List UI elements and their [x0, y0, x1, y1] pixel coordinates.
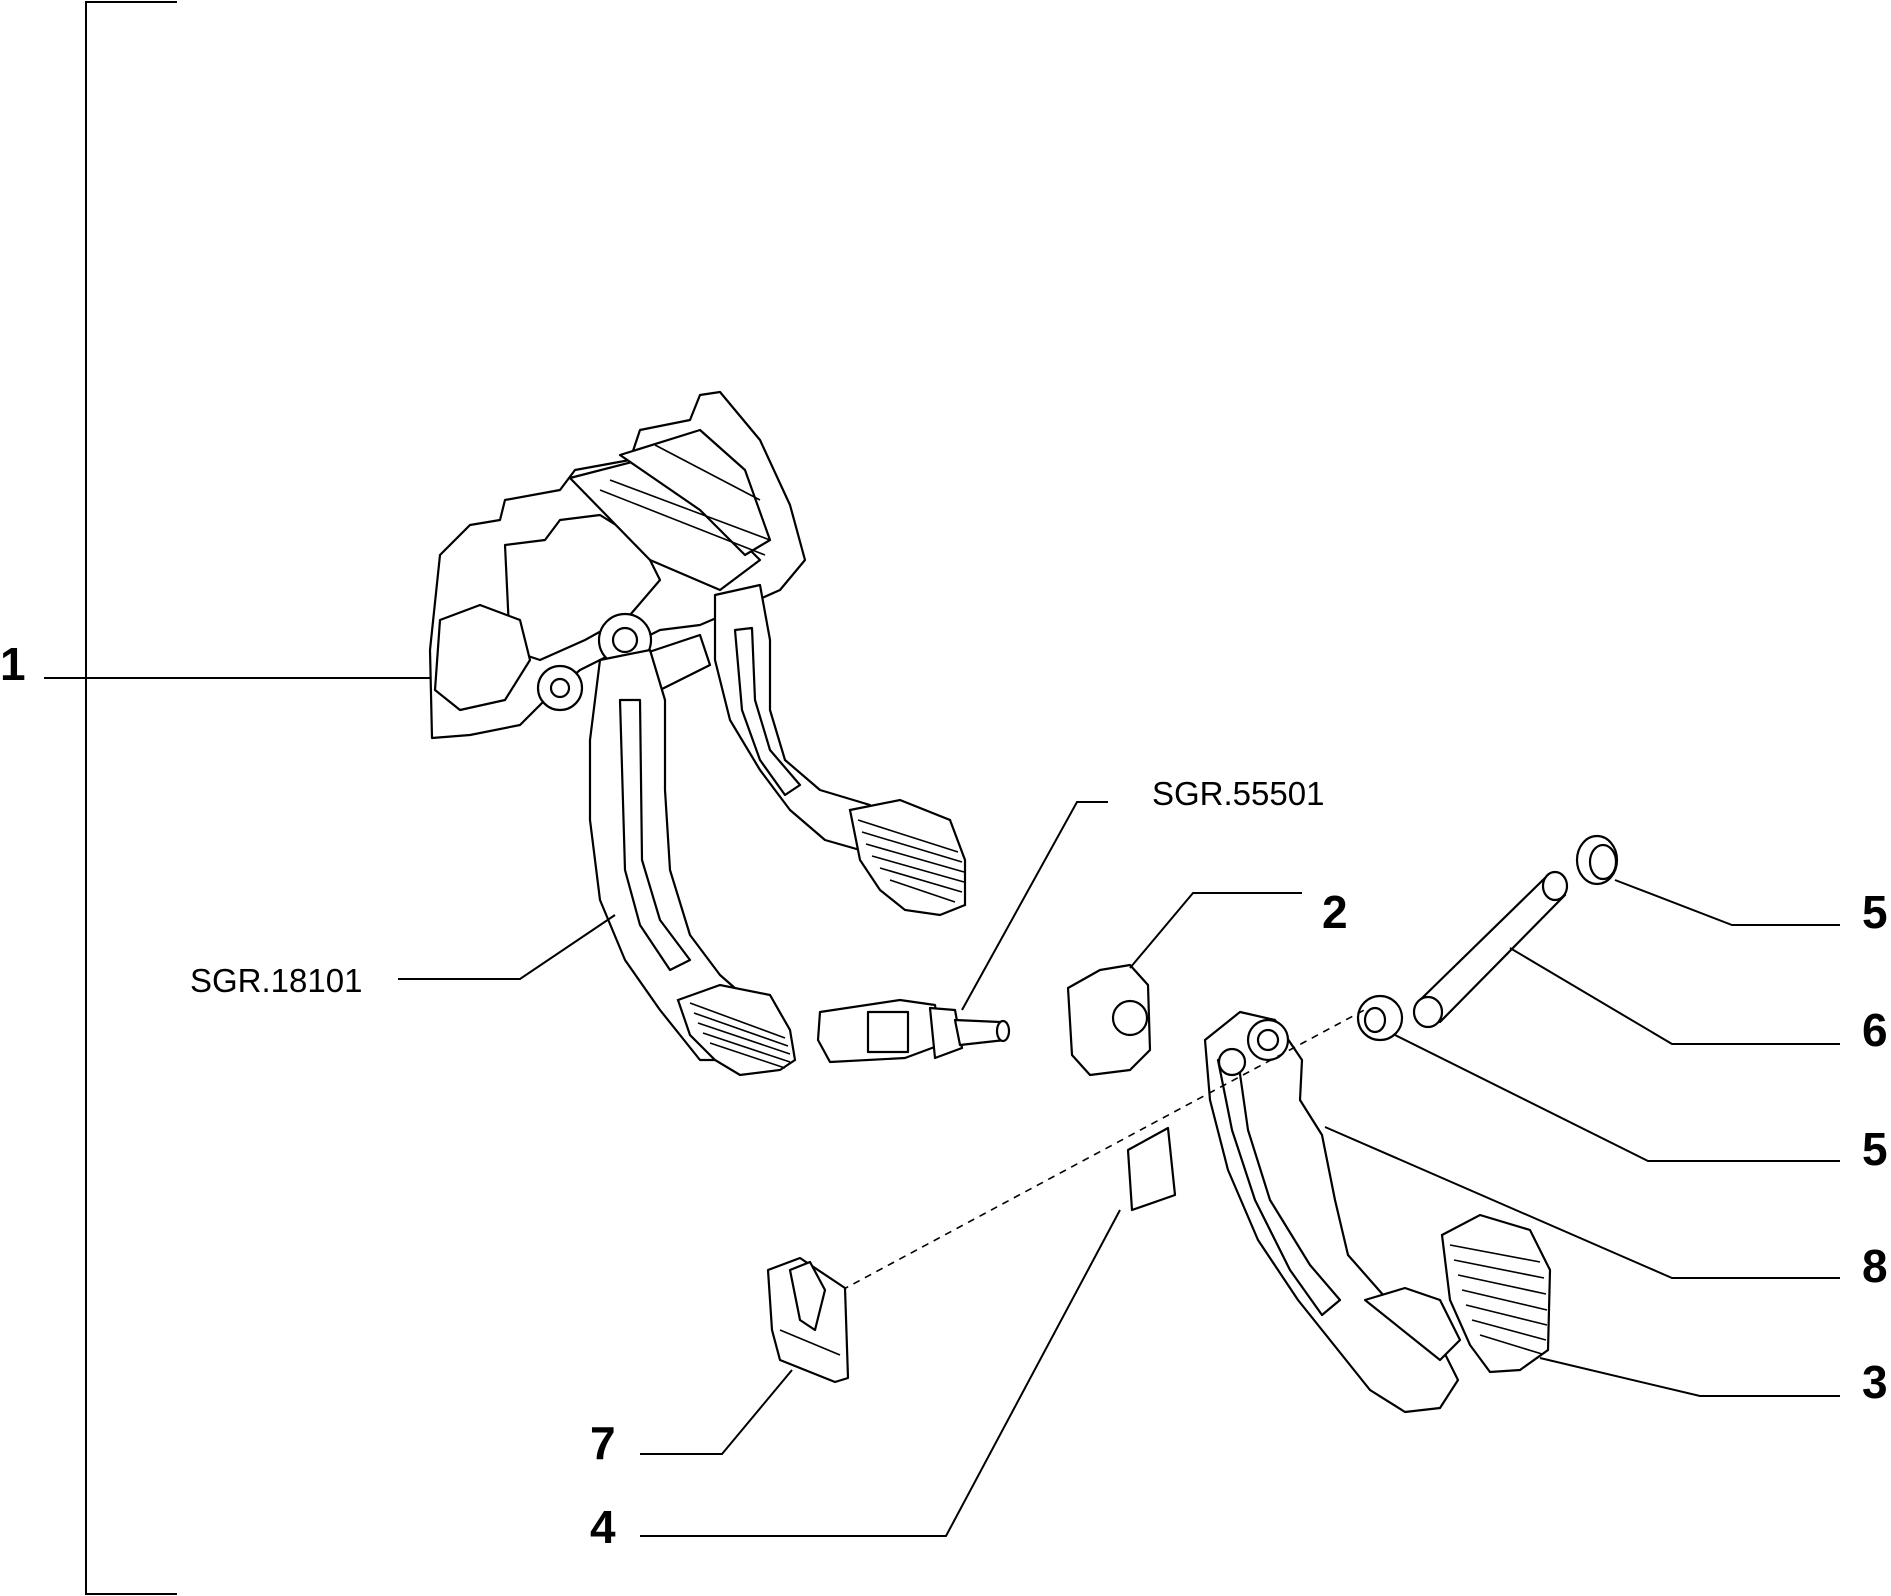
part-2-buffer: 2	[1066, 886, 1348, 1077]
part-3-pedal-pad: 3	[1440, 1213, 1888, 1408]
part-4-plate: 4	[590, 1126, 1177, 1553]
callout-8: 8	[1862, 1240, 1888, 1292]
part-7-clip: 7	[590, 1256, 850, 1469]
reference-pedal-assembly: SGR.18101	[190, 914, 616, 999]
reference-label-pedal-assembly: SGR.18101	[190, 962, 362, 999]
pedal-box-assembly	[428, 390, 967, 1077]
callout-2: 2	[1322, 886, 1348, 938]
reference-switch: SGR.55501	[961, 775, 1324, 1011]
part-8-pedal-lever: 8	[1203, 1010, 1888, 1414]
callout-3: 3	[1862, 1356, 1888, 1408]
part-5-bushing-upper: 5	[1575, 834, 1888, 938]
reference-label-switch: SGR.55501	[1152, 775, 1324, 812]
callout-7: 7	[590, 1417, 616, 1469]
callout-5-upper: 5	[1862, 886, 1888, 938]
assembly-axis-line	[841, 1007, 1369, 1291]
part-5-bushing-lower: 5	[1356, 994, 1888, 1175]
callout-5-lower: 5	[1862, 1123, 1888, 1175]
callout-1: 1	[0, 638, 26, 690]
callout-6: 6	[1862, 1004, 1888, 1056]
assembly-bracket	[44, 1, 430, 1595]
brake-light-switch	[816, 998, 1011, 1064]
callout-4: 4	[590, 1501, 616, 1553]
part-6-pivot-pin: 6	[1412, 870, 1888, 1056]
